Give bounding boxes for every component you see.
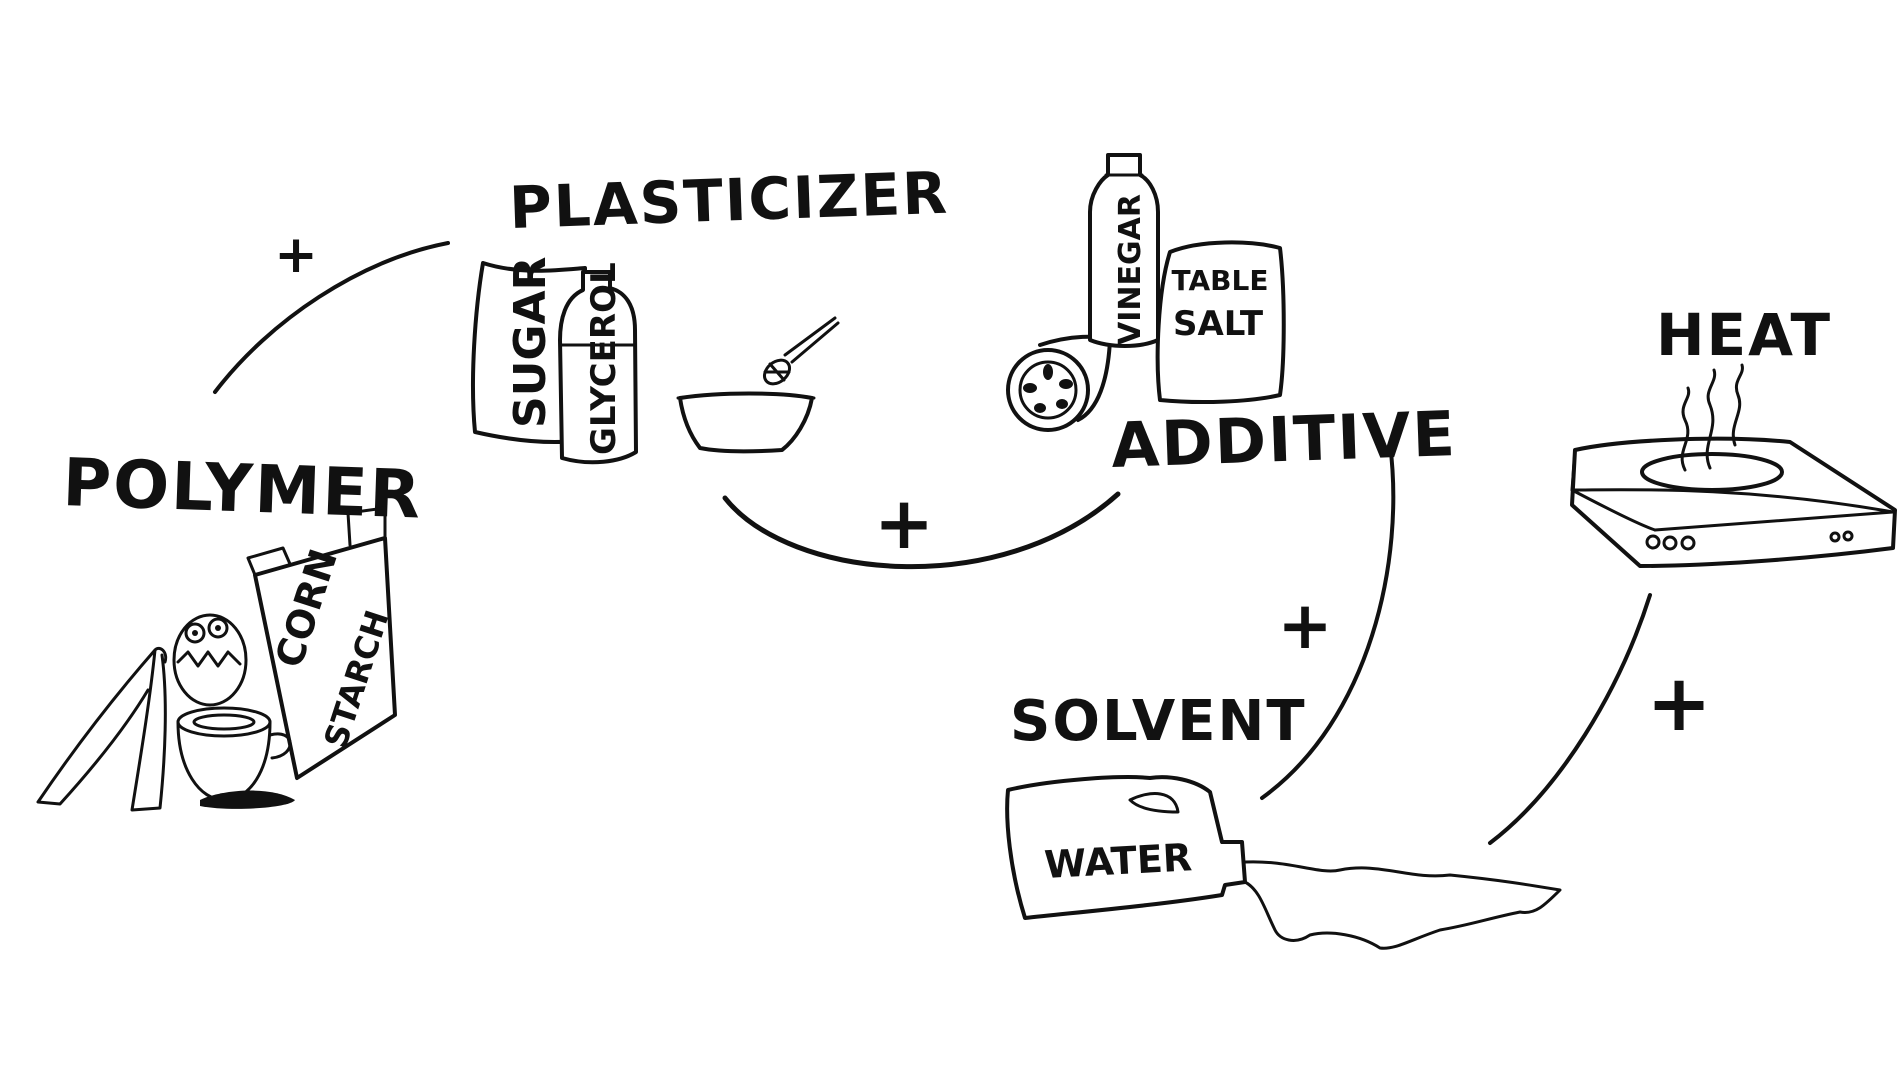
label-heat: HEAT <box>1656 301 1832 369</box>
solvent-illustration: WATER <box>1005 775 1562 950</box>
heat-illustration <box>1570 363 1897 568</box>
steam-icon <box>1680 363 1744 472</box>
hot-plate-icon <box>1570 436 1897 568</box>
vinegar-bottle-icon: VINEGAR <box>1088 153 1160 348</box>
bowl-with-whisk-icon <box>676 316 840 454</box>
salt-text-2: SALT <box>1173 304 1264 344</box>
polymer-illustration: CORN STARCH <box>36 506 397 812</box>
sugar-text: SUGAR <box>505 257 556 428</box>
label-polymer: POLYMER <box>61 444 423 534</box>
plus-sign-4: + <box>1646 659 1713 749</box>
egg-shell-icon <box>172 613 248 707</box>
connector-polymer-plasticizer <box>213 241 450 394</box>
coffee-cup-icon <box>176 706 295 809</box>
label-solvent: SOLVENT <box>1010 689 1307 754</box>
label-additive: ADDITIVE <box>1110 397 1458 482</box>
salt-text-1: TABLE <box>1172 264 1269 297</box>
label-plasticizer: PLASTICIZER <box>508 159 950 242</box>
plus-sign-2: + <box>874 481 936 565</box>
plasticizer-illustration: SUGAR GLYCEROL <box>471 257 840 465</box>
corn-starch-text-2: STARCH <box>316 606 396 753</box>
additive-illustration: VINEGAR TABLE SALT <box>1006 153 1286 432</box>
water-puddle-icon <box>1243 860 1562 950</box>
vinegar-text: VINEGAR <box>1113 194 1148 345</box>
glycerol-text: GLYCEROL <box>584 262 624 455</box>
connector-additive-solvent <box>1260 442 1396 800</box>
plus-sign-1: + <box>274 225 320 285</box>
corn-starch-text-1: CORN <box>267 544 346 673</box>
plus-sign-3: + <box>1277 587 1334 664</box>
connector-plasticizer-additive <box>722 491 1121 569</box>
glycerol-bottle-icon: GLYCEROL <box>558 262 638 465</box>
water-jug-icon: WATER <box>1005 775 1247 920</box>
salt-bag-icon: TABLE SALT <box>1155 240 1286 405</box>
sugar-bag-icon: SUGAR <box>471 257 587 445</box>
lemon-icon <box>1006 334 1112 432</box>
connector-heat-solvent <box>1488 593 1652 845</box>
water-text: WATER <box>1043 835 1193 887</box>
banana-peel-icon <box>36 646 168 812</box>
